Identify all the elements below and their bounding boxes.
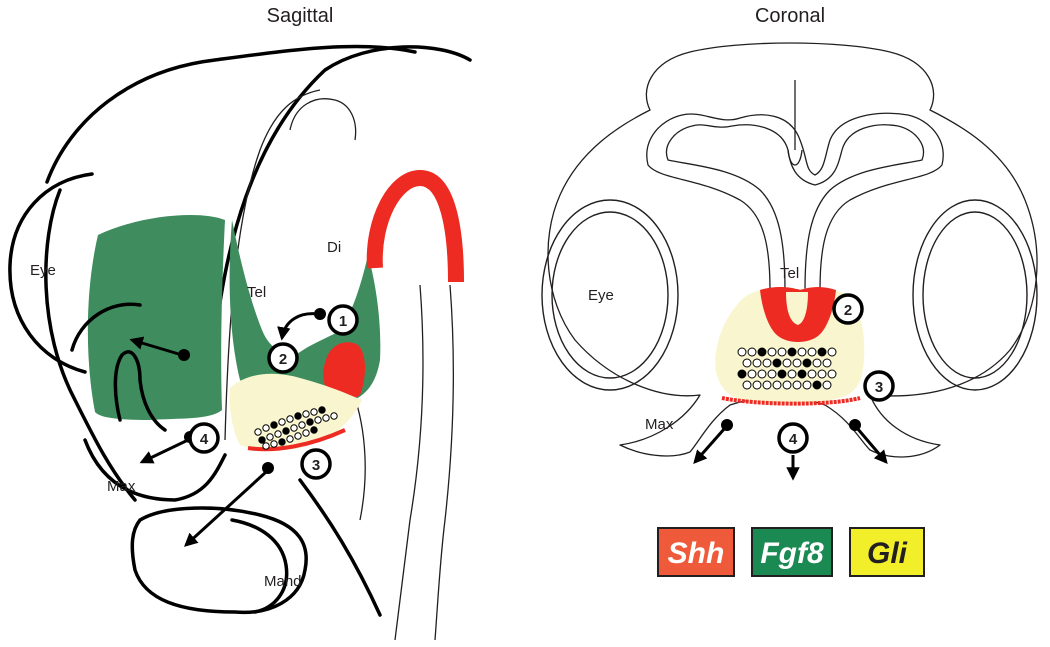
sagittal-title: Sagittal (267, 5, 334, 27)
marker-2: 2 (267, 342, 299, 374)
marker-4: 4 (188, 422, 220, 454)
svg-text:4: 4 (200, 431, 209, 448)
marker-1: 1 (327, 304, 359, 336)
max-outline (83, 438, 227, 502)
frontonasal-process (113, 350, 167, 432)
legend-item-fgf8: Fgf8 (751, 527, 833, 577)
label-di-sagittal: Di (327, 239, 341, 256)
arrow-eye (70, 302, 190, 361)
legend: Shh Fgf8 Gli (657, 527, 925, 577)
sagittal-panel: Sagittal (8, 5, 472, 641)
forebrain-inner (665, 124, 925, 291)
svg-text:1: 1 (339, 313, 347, 330)
neck-right (298, 478, 382, 617)
shh-arc (366, 169, 464, 283)
shh-tel-lumen (786, 292, 808, 325)
fgf8-region-front (87, 215, 225, 420)
legend-label-fgf8: Fgf8 (760, 537, 824, 570)
arrow-coronal-left (693, 419, 733, 465)
head-outline (45, 44, 417, 184)
forebrain-outer (646, 112, 944, 291)
neural-tube-left (394, 284, 424, 641)
coronal-title: Coronal (755, 5, 825, 27)
shh-floor-sagittal (247, 428, 346, 452)
shh-floor-coronal (721, 396, 861, 406)
label-eye-coronal: Eye (588, 287, 614, 304)
label-eye-sagittal: Eye (30, 262, 56, 279)
coronal-eye-right (912, 199, 1038, 391)
mand-outline (130, 506, 308, 615)
neural-tube-right (434, 284, 454, 641)
legend-item-shh: Shh (657, 527, 735, 577)
arrow-1 (277, 308, 326, 341)
marker-coronal-2: 2 (832, 293, 864, 325)
label-tel-coronal: Tel (780, 265, 799, 282)
shh-domain-1 (323, 342, 365, 400)
coronal-eye-left (541, 199, 679, 391)
svg-text:2: 2 (844, 302, 852, 319)
marker-coronal-4: 4 (777, 422, 809, 454)
legend-label-gli: Gli (867, 537, 908, 570)
eye-outline (8, 172, 94, 374)
svg-text:3: 3 (312, 457, 320, 474)
svg-text:3: 3 (875, 379, 883, 396)
label-max-coronal: Max (645, 416, 674, 433)
label-tel-sagittal: Tel (247, 284, 266, 301)
cell-cluster-coronal (737, 347, 837, 390)
marker-3: 3 (300, 448, 332, 480)
arrow-mand (184, 462, 274, 547)
label-max-sagittal: Max (107, 478, 136, 495)
coronal-panel: Coronal (541, 5, 1038, 481)
cell-cluster-sagittal (254, 406, 338, 450)
mand-cylinder (230, 518, 289, 614)
eye-ridge (44, 188, 137, 502)
brain-inner-wall (224, 89, 321, 441)
ventricle-line (787, 80, 803, 166)
legend-label-shh: Shh (668, 537, 725, 570)
brain-inner-fold (289, 98, 357, 141)
arrow-max (139, 431, 196, 464)
label-mand-sagittal: Mand (264, 573, 302, 590)
coronal-head-outline (547, 42, 1038, 458)
gli-region-sagittal (229, 373, 362, 451)
marker-coronal-3: 3 (863, 370, 895, 402)
svg-text:4: 4 (789, 431, 798, 448)
legend-item-gli: Gli (849, 527, 925, 577)
brain-cap (213, 45, 472, 342)
arrow-coronal-right (849, 419, 888, 465)
svg-text:2: 2 (279, 351, 287, 368)
